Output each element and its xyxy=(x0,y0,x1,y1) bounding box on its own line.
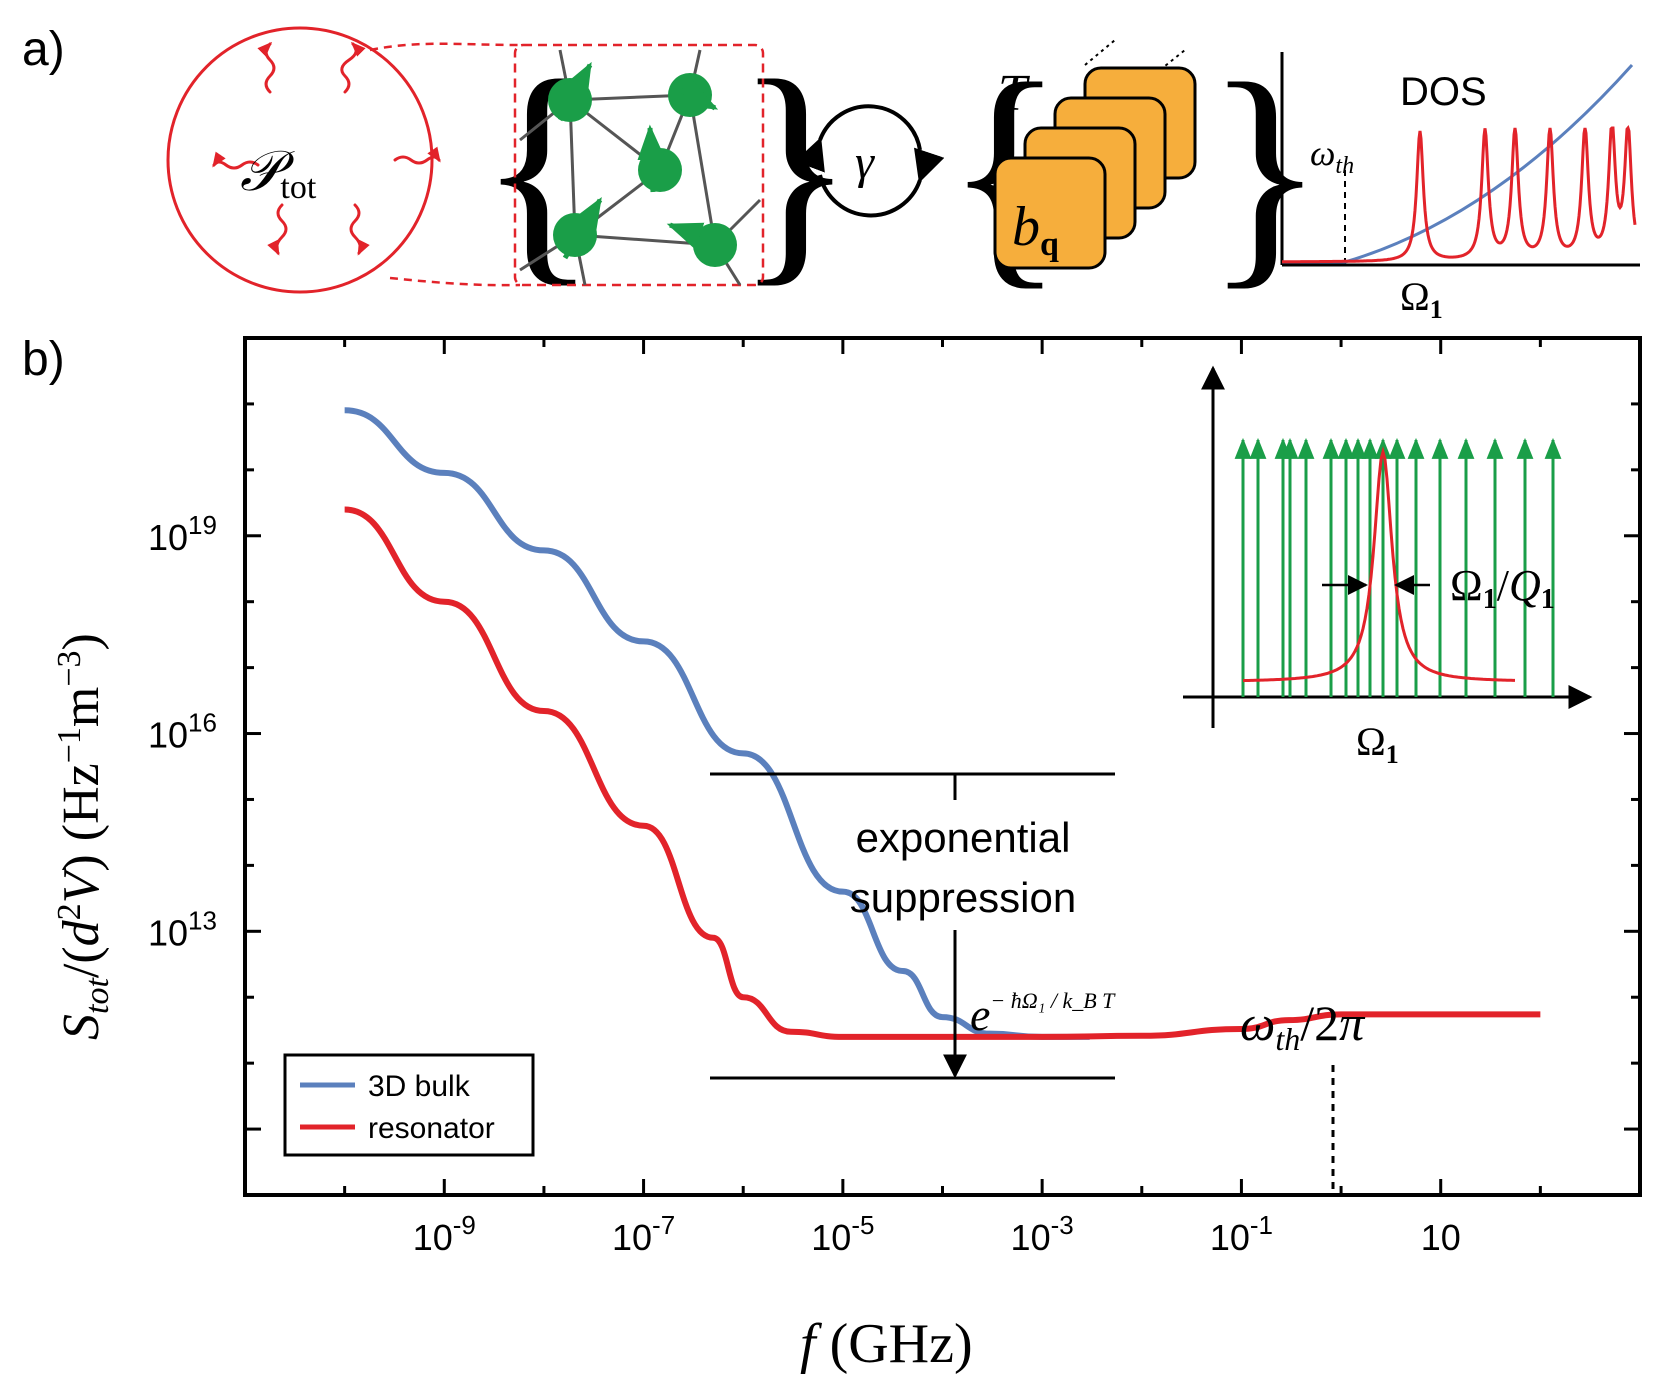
power-circle: 𝒫tot xyxy=(166,26,441,294)
legend-label-resonator: resonator xyxy=(368,1112,495,1145)
spin-5 xyxy=(693,223,737,267)
bath-mode-symbol: bq xyxy=(1012,196,1059,263)
power-subscript: tot xyxy=(280,169,316,206)
x-axis-label: f (GHz) xyxy=(800,1313,973,1375)
panel-b-label: b) xyxy=(22,333,65,386)
x-tick-label: 10-7 xyxy=(612,1210,675,1258)
inset-x-label: Ω1 xyxy=(1356,719,1399,769)
dos-label: DOS xyxy=(1400,70,1487,114)
spin-network: { } xyxy=(478,30,855,307)
brace-right: } xyxy=(735,30,855,307)
dos-bulk-curve xyxy=(1282,63,1634,264)
x-tick-label: 10-5 xyxy=(811,1210,874,1258)
y-tick-label: 1019 xyxy=(148,510,217,558)
spin-3 xyxy=(638,148,682,192)
exp-factor: e− ħΩ₁ / k_B T xyxy=(970,988,1116,1040)
panel-a: a) 𝒫tot { } xyxy=(22,23,1640,324)
axis-ticks xyxy=(245,338,1640,1195)
x-tick-label: 10 xyxy=(1421,1217,1461,1258)
bath-temperature: T xyxy=(998,65,1030,122)
gamma-exchange: γ xyxy=(794,104,945,218)
legend: 3D bulk resonator xyxy=(283,1053,535,1157)
series-layer xyxy=(344,407,1541,1040)
legend-box xyxy=(283,1053,535,1157)
zoom-line-top xyxy=(369,42,521,52)
panel-b: b) 10-9 10-7 10-5 10-3 10-1 10 1019 1016 1013 f … xyxy=(22,333,1642,1375)
x-tick-label: 10-1 xyxy=(1210,1210,1273,1258)
gamma-label: γ xyxy=(855,136,875,189)
y-tick-label: 1013 xyxy=(148,905,217,953)
legend-label-bulk: 3D bulk xyxy=(368,1070,471,1103)
inset-resonance-curve xyxy=(1242,446,1515,683)
series-line-bulk xyxy=(344,407,1090,1040)
inset-width-label: Ω1/Q1 xyxy=(1450,561,1555,615)
dos-plot: DOS ωth Ω1 xyxy=(1280,52,1640,324)
zoom-line-bottom xyxy=(389,276,521,287)
series-line-resonator xyxy=(344,506,1541,1040)
x-tick-label: 10-9 xyxy=(413,1210,476,1258)
phonon-bath: { } T bq xyxy=(945,33,1325,310)
radiation-wiggles xyxy=(212,41,441,256)
panel-a-label: a) xyxy=(22,23,65,76)
dos-resonator-curve xyxy=(1282,124,1637,264)
axis-tick-labels: 10-9 10-7 10-5 10-3 10-1 10 1019 1016 1013 xyxy=(148,510,1461,1258)
power-label: 𝒫tot xyxy=(240,141,317,206)
wth-marker-label: ωth/2π xyxy=(1240,995,1366,1057)
wth-marker: ωth/2π xyxy=(1240,995,1366,1190)
bath-brace-right: } xyxy=(1205,33,1325,310)
x-tick-label: 10-3 xyxy=(1011,1210,1074,1258)
inset-modes xyxy=(1234,437,1562,697)
inset: Ω1/Q1 Ω1 xyxy=(1183,365,1593,769)
dos-omega1-label: Ω1 xyxy=(1400,274,1443,324)
y-tick-label: 1016 xyxy=(148,708,217,756)
annotation-line-2: suppression xyxy=(850,874,1076,921)
suppression-annotation: exponential suppression e− ħΩ₁ / k_B T xyxy=(710,772,1116,1080)
annotation-line-1: exponential xyxy=(856,814,1071,861)
dos-wth-label: ωth xyxy=(1310,133,1354,179)
y-axis-label: Stot/(d2V) (Hz−1m−3) xyxy=(51,633,116,1040)
